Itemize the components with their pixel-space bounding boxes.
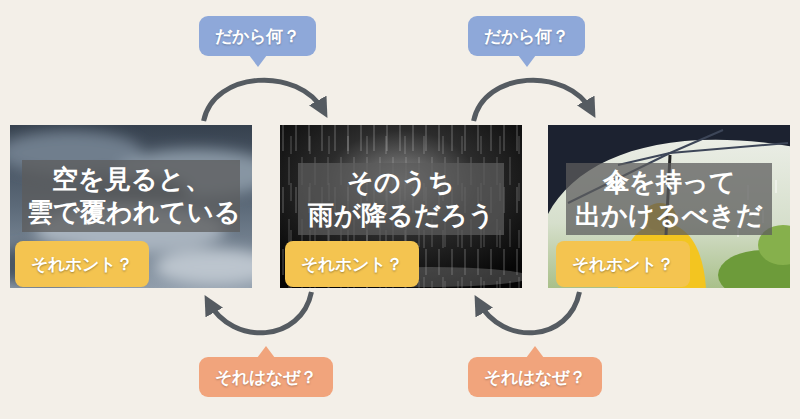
clouds-part <box>155 249 252 285</box>
umbrella-ribs-part <box>670 143 788 153</box>
rain-streaks <box>280 125 522 288</box>
curved-arrow <box>204 80 324 121</box>
statement-text: 空を見ると、 雲で覆われている <box>27 163 235 229</box>
callout-text: それホント？ <box>31 241 133 287</box>
question-bubble: それはなぜ？ <box>468 357 602 397</box>
text-overlay: 傘を持って 出かけるべきだ <box>566 163 772 235</box>
photo-panel: そのうち 雨が降るだろうそれホント？ <box>280 125 522 288</box>
photo-panel: 傘を持って 出かけるべきだそれホント？ <box>548 125 790 288</box>
curved-arrow <box>478 292 579 333</box>
callout-text: それホント？ <box>301 241 403 287</box>
question-text: それはなぜ？ <box>484 357 586 397</box>
rain-streaks <box>280 125 522 288</box>
question-text: だから何？ <box>215 16 300 56</box>
raindrops-part <box>775 180 776 193</box>
photo-panel: 空を見ると、 雲で覆われているそれホント？ <box>10 125 252 288</box>
text-overlay: そのうち 雨が降るだろう <box>298 163 504 235</box>
check-callout: それホント？ <box>285 241 419 287</box>
curved-arrow <box>474 80 592 121</box>
question-bubble: だから何？ <box>199 16 316 56</box>
curved-arrow <box>208 292 311 333</box>
statement-text: そのうち 雨が降るだろう <box>303 166 499 232</box>
callout-text: それホント？ <box>572 241 674 287</box>
statement-text: 傘を持って 出かけるべきだ <box>571 166 767 232</box>
question-text: それはなぜ？ <box>215 357 317 397</box>
question-bubble: それはなぜ？ <box>199 357 333 397</box>
question-text: だから何？ <box>484 16 569 56</box>
check-callout: それホント？ <box>15 241 149 287</box>
check-callout: それホント？ <box>556 241 690 287</box>
question-bubble: だから何？ <box>468 16 585 56</box>
text-overlay: 空を見ると、 雲で覆われている <box>22 160 240 232</box>
rain-ground <box>280 125 522 288</box>
